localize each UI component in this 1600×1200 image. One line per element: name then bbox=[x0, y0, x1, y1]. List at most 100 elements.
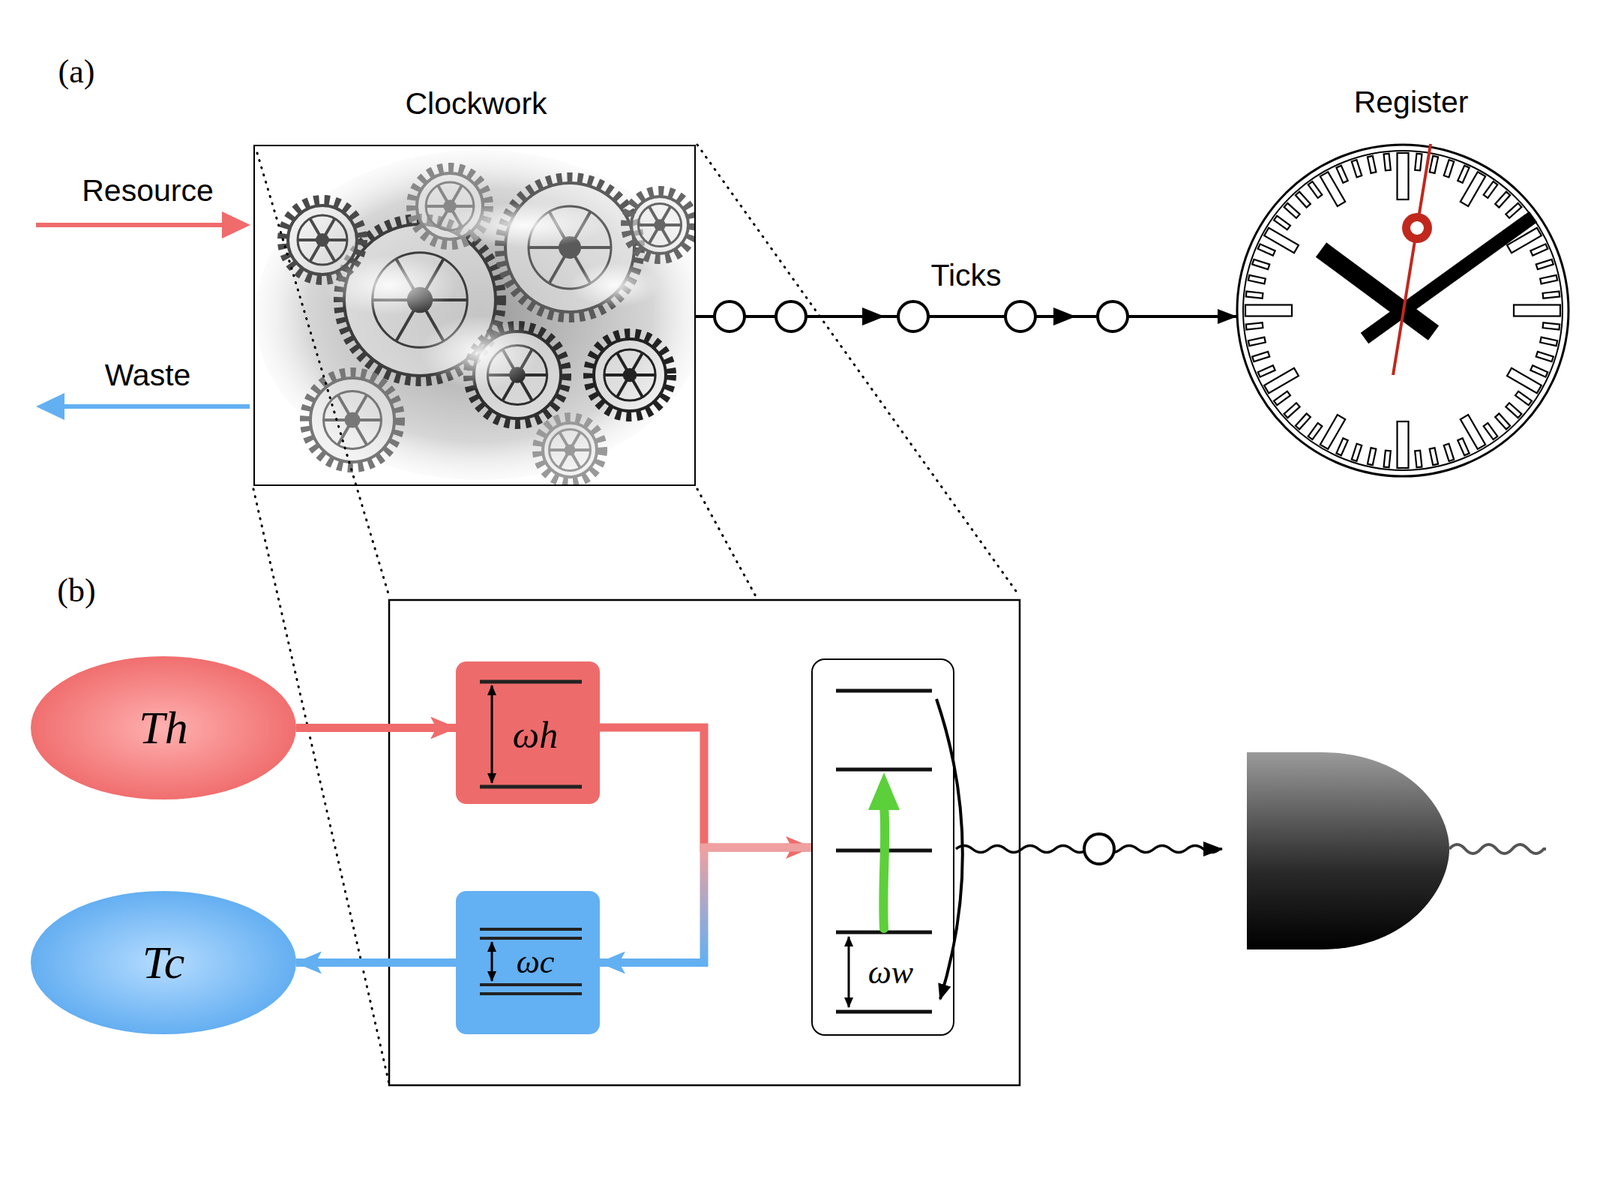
tick-circle bbox=[898, 301, 929, 332]
clock-mark bbox=[1540, 275, 1558, 284]
decay-arrow bbox=[936, 698, 963, 999]
gear-hub bbox=[564, 444, 576, 456]
tick-circle bbox=[1097, 301, 1128, 332]
frequency-label: ωw bbox=[868, 952, 914, 992]
gear-hub bbox=[443, 199, 456, 213]
clock-mark bbox=[1505, 203, 1522, 219]
connector bbox=[296, 723, 456, 732]
frequency-label: ωc bbox=[516, 942, 555, 981]
photon-tick bbox=[1084, 833, 1115, 864]
clock-mark bbox=[1543, 322, 1561, 330]
box-heading: Clockwork bbox=[404, 86, 547, 122]
clock-mark bbox=[1457, 437, 1469, 456]
clock-mark bbox=[1384, 153, 1391, 171]
clock-mark bbox=[1308, 422, 1323, 440]
bath-label: Th bbox=[138, 701, 188, 755]
clock-mark bbox=[1513, 305, 1561, 317]
clock-mark bbox=[1460, 171, 1486, 207]
zoom-line bbox=[697, 144, 1020, 597]
gear-ring bbox=[604, 349, 656, 401]
clock-mark bbox=[1505, 402, 1522, 418]
clock-mark bbox=[1457, 165, 1469, 183]
gear-teeth bbox=[537, 417, 603, 483]
clock-face bbox=[1237, 143, 1569, 477]
panel-label: (a) bbox=[58, 52, 96, 91]
clock-mark bbox=[1530, 243, 1548, 255]
clock-mark bbox=[1320, 414, 1346, 450]
cold-bath: Tc bbox=[30, 890, 297, 1034]
gap-arrow bbox=[847, 936, 851, 1007]
pump-arrowhead bbox=[868, 772, 900, 810]
clock-mark bbox=[1336, 437, 1348, 456]
gear-hub bbox=[344, 412, 361, 429]
clock-mark bbox=[1264, 227, 1299, 253]
clock-mark bbox=[1273, 391, 1291, 406]
hot-qubit: ωh bbox=[455, 661, 600, 804]
clock-mark bbox=[1336, 165, 1348, 183]
tick-circle bbox=[714, 301, 745, 332]
clock-mark bbox=[1351, 159, 1362, 177]
tick-marks bbox=[714, 301, 1128, 332]
gear-teeth bbox=[626, 191, 694, 259]
clock-mark bbox=[1444, 443, 1454, 462]
zoom-line bbox=[257, 152, 390, 597]
clock-mark bbox=[1515, 391, 1532, 406]
clock-mark bbox=[1429, 447, 1439, 465]
flow-label: Waste bbox=[104, 357, 192, 393]
gear-teeth bbox=[305, 372, 400, 468]
energy-level bbox=[479, 785, 582, 789]
gear-teeth bbox=[588, 333, 672, 417]
gear-body bbox=[310, 377, 395, 462]
connector bbox=[296, 958, 456, 967]
connector bbox=[599, 847, 812, 963]
bath-ellipse bbox=[30, 890, 297, 1034]
energy-level bbox=[479, 936, 582, 940]
tick-circle bbox=[1005, 301, 1036, 332]
energy-level bbox=[479, 927, 582, 931]
clock-mark bbox=[1483, 422, 1499, 440]
clock-mark bbox=[1536, 259, 1554, 270]
energy-level bbox=[479, 680, 582, 684]
gear-body bbox=[593, 338, 666, 411]
box-heading: Register bbox=[1354, 84, 1469, 120]
clock-mark bbox=[1245, 305, 1292, 317]
clock-mark bbox=[1246, 291, 1264, 299]
clock-mark bbox=[1414, 450, 1422, 468]
register-clock: Register bbox=[1236, 143, 1570, 477]
gear-glint bbox=[569, 262, 660, 308]
gap-arrow bbox=[491, 685, 494, 783]
tick-arrowhead bbox=[862, 307, 885, 326]
gear-hub bbox=[653, 218, 666, 231]
gear-glint bbox=[419, 314, 540, 390]
clock-mark bbox=[1507, 368, 1542, 393]
energy-level bbox=[479, 982, 582, 986]
clock-mark bbox=[1295, 413, 1311, 429]
waste-arrowhead bbox=[35, 392, 65, 420]
clock-mark bbox=[1543, 291, 1561, 299]
clock-mark bbox=[1414, 153, 1422, 171]
clock-mark bbox=[1444, 159, 1454, 177]
clock-mark bbox=[1295, 191, 1311, 208]
gear-ring bbox=[638, 203, 681, 246]
clock-mark bbox=[1248, 275, 1266, 284]
gear-illustration bbox=[254, 149, 695, 483]
clock-mark bbox=[1258, 243, 1276, 255]
clock-mark bbox=[1367, 447, 1376, 465]
clock-mark bbox=[1384, 450, 1391, 468]
clock-mark bbox=[1483, 181, 1499, 198]
clock-mark bbox=[1429, 155, 1439, 174]
clock-mark bbox=[1284, 402, 1301, 418]
gear-body bbox=[631, 196, 689, 254]
tick-arrowhead bbox=[1053, 307, 1076, 326]
clock-mark bbox=[1252, 259, 1270, 270]
gear-hub bbox=[315, 233, 330, 247]
clock-mark bbox=[1273, 215, 1291, 231]
tick-circle bbox=[776, 301, 806, 332]
clock-mark bbox=[1540, 337, 1558, 346]
clock-mark bbox=[1248, 337, 1266, 346]
zoom-lines bbox=[253, 144, 1020, 1084]
pump-arrow bbox=[883, 805, 885, 929]
zoom-frame bbox=[389, 599, 1020, 1085]
clockwork-box: Clockwork bbox=[253, 144, 696, 486]
